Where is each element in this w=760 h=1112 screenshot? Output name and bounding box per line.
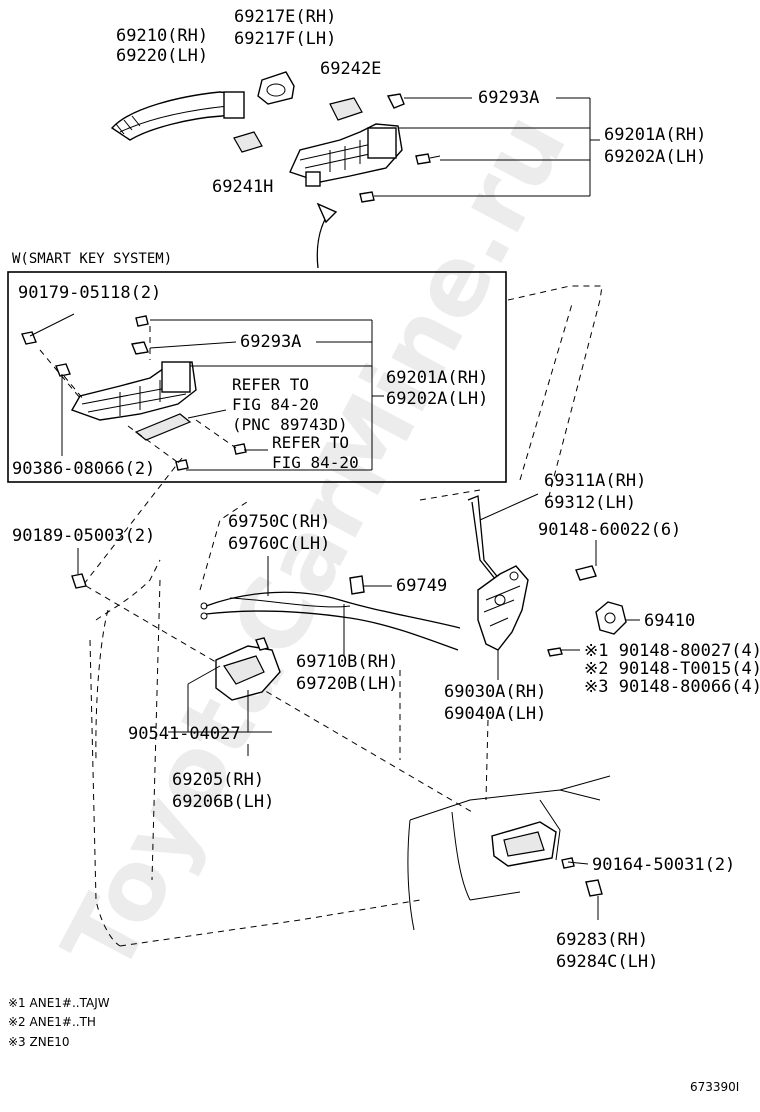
label-90148-80027: ※1 90148-80027(4)	[584, 641, 760, 661]
outside-handle-group	[110, 71, 600, 269]
label-90189-05003: 90189-05003(2)	[12, 526, 155, 546]
label-69293A-top: 69293A	[478, 88, 539, 108]
refer-to-fig-a-line2: FIG 84-20	[232, 395, 319, 414]
label-69040A: 69040A(LH)	[444, 704, 546, 724]
label-90148-80066: ※3 90148-80066(4)	[584, 677, 760, 697]
refer-to-fig-a-line1: REFER TO	[232, 375, 309, 394]
label-90148-60022: 90148-60022(6)	[538, 520, 681, 540]
label-69217F: 69217F(LH)	[234, 29, 336, 49]
label-69293A-box: 69293A	[240, 332, 301, 352]
refer-to-fig-a-line3: (PNC 89743D)	[232, 415, 348, 434]
label-69312: 69312(LH)	[544, 493, 636, 513]
label-69205: 69205(RH)	[172, 770, 264, 790]
label-69311A: 69311A(RH)	[544, 471, 646, 491]
label-69201A-box: 69201A(RH)	[386, 368, 488, 388]
smart-key-frame-group	[21, 313, 384, 471]
smart-key-system-box	[7, 271, 507, 483]
label-90386-08066: 90386-08066(2)	[12, 459, 155, 479]
lock-and-cables-group	[71, 493, 640, 920]
smart-key-system-title: W(SMART KEY SYSTEM)	[12, 251, 172, 267]
label-90164-50031: 90164-50031(2)	[592, 855, 735, 875]
label-90541-04027: 90541-04027	[128, 724, 241, 744]
label-90148-T0015: ※2 90148-T0015(4)	[584, 659, 760, 679]
label-69749: 69749	[396, 576, 447, 596]
label-69201A-top: 69201A(RH)	[604, 125, 706, 145]
label-69760C: 69760C(LH)	[228, 534, 330, 554]
label-69030A: 69030A(RH)	[444, 682, 546, 702]
label-69242E: 69242E	[320, 59, 381, 79]
label-69410: 69410	[644, 611, 695, 631]
label-69202A-box: 69202A(LH)	[386, 389, 488, 409]
refer-to-fig-b-line1: REFER TO	[272, 433, 349, 452]
refer-to-fig-b-line2: FIG 84-20	[272, 453, 359, 472]
label-69284C: 69284C(LH)	[556, 952, 658, 972]
footnote-2: ※2 ANE1#..TH	[8, 1015, 96, 1029]
label-69710B: 69710B(RH)	[296, 652, 398, 672]
label-69220: 69220(LH)	[116, 46, 208, 66]
diagram-code: 673390I	[690, 1080, 739, 1094]
footnote-1: ※1 ANE1#..TAJW	[8, 996, 110, 1010]
label-69241H: 69241H	[212, 177, 273, 197]
label-69750C: 69750C(RH)	[228, 512, 330, 532]
label-90179-05118: 90179-05118(2)	[18, 283, 161, 303]
label-69720B: 69720B(LH)	[296, 674, 398, 694]
label-69217E: 69217E(RH)	[234, 7, 336, 27]
footnote-3: ※3 ZNE10	[8, 1035, 70, 1049]
door-panel-outline	[83, 285, 611, 947]
label-69210: 69210(RH)	[116, 26, 208, 46]
label-69202A-top: 69202A(LH)	[604, 147, 706, 167]
label-69206B: 69206B(LH)	[172, 792, 274, 812]
label-69283: 69283(RH)	[556, 930, 648, 950]
